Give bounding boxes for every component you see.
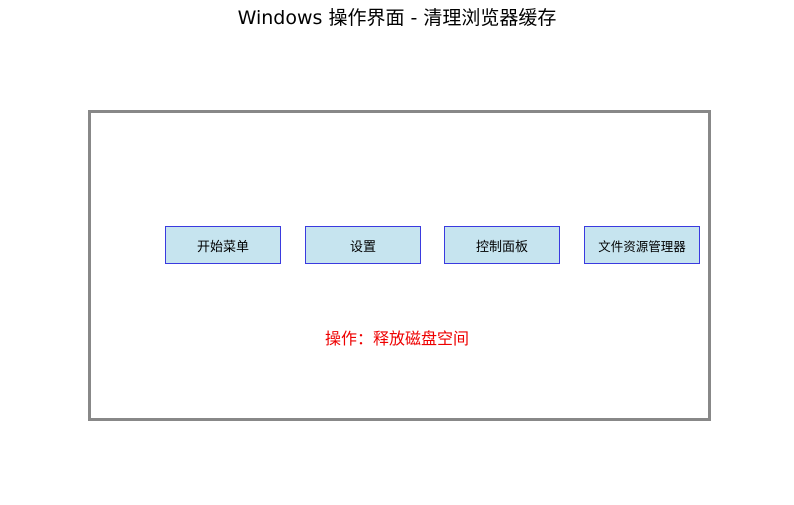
start-menu-button[interactable]: 开始菜单 <box>165 226 281 264</box>
window-frame <box>88 110 711 421</box>
page-title: Windows 操作界面 - 清理浏览器缓存 <box>237 7 557 29</box>
file-explorer-button[interactable]: 文件资源管理器 <box>584 226 700 264</box>
settings-button[interactable]: 设置 <box>305 226 421 264</box>
action-status-text: 操作：释放磁盘空间 <box>324 329 469 348</box>
control-panel-button[interactable]: 控制面板 <box>444 226 560 264</box>
